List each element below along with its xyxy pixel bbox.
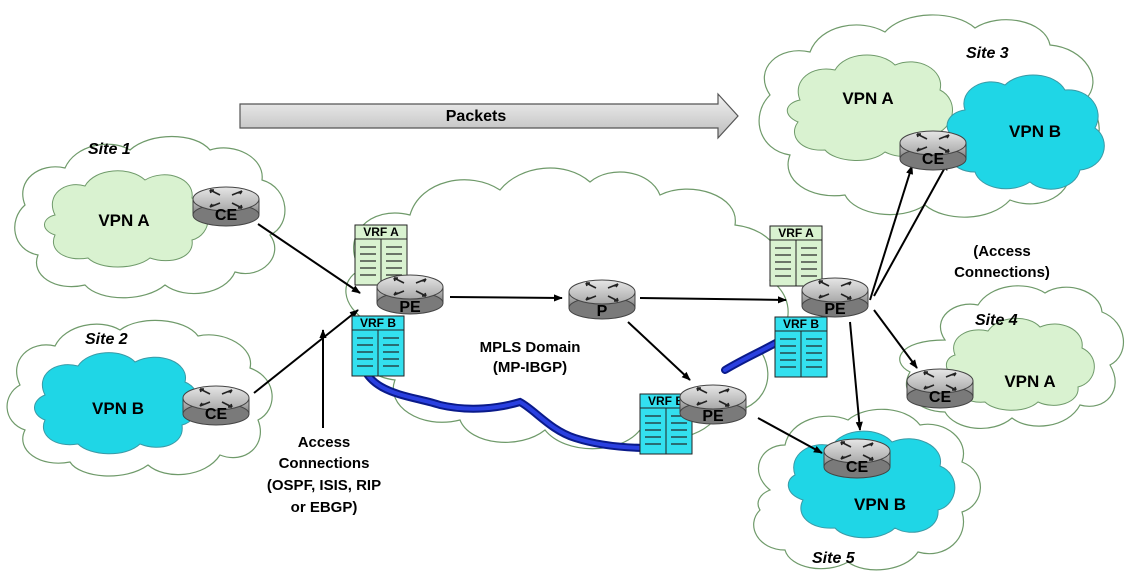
ce-router-site-4: CE [906,368,974,409]
vrf-b-table-right: VRF B [774,316,828,378]
site-3-vpn-a-label: VPN A [842,89,893,108]
site-4-label: Site 4 [975,312,1018,329]
vrf-b-label: VRF B [360,316,396,330]
packets-label: Packets [446,108,507,125]
p-router: P [568,279,636,320]
link-pe1-p [449,294,563,302]
site-2-label: Site 2 [85,331,128,348]
vpn-a-area [44,170,209,268]
access-left-line-3: (OSPF, ISIS, RIP [267,477,381,494]
site-3-cloud: Site 3 VPN A VPN B [758,14,1105,218]
vrf-b-label: VRF B [648,394,684,408]
pe-label: PE [702,408,724,425]
pe-router-left: PE [376,274,444,316]
link-pe3-ce3b [873,161,949,297]
vrf-a-label: VRF A [363,225,399,239]
site-5-label: Site 5 [812,550,856,567]
ce-router-site-2: CE [182,385,250,426]
link-pe3-ce5 [849,321,863,431]
link-p-pe3 [639,296,787,304]
link-pe3-ce4 [873,309,918,369]
vrf-a-table-right: VRF A [769,225,823,287]
access-right-line-2: Connections) [954,264,1050,281]
ce-router-site-5: CE [823,438,891,479]
p-label: P [597,303,608,320]
access-left-line-2: Connections [279,455,370,472]
pe-router-bottom: PE [679,384,747,425]
ce-label: CE [215,207,238,224]
ce-label: CE [922,151,945,168]
mpls-domain-line-2: (MP-IBGP) [493,359,567,376]
access-connections-left-label: Access Connections (OSPF, ISIS, RIP or E… [267,434,381,516]
ce-label: CE [846,459,869,476]
pe-label: PE [824,301,846,318]
ce-label: CE [205,406,228,423]
site-2-vpn-label: VPN B [92,399,144,418]
link-ce2-pe1 [253,309,359,394]
link-pe3-ce3a [869,165,914,301]
access-left-line-1: Access [298,434,351,451]
site-5-vpn-label: VPN B [854,495,906,514]
packets-arrow: Packets [239,92,739,140]
mpls-domain-label: MPLS Domain (MP-IBGP) [480,339,581,376]
access-left-line-4: or EBGP) [291,499,358,516]
mpls-domain-line-1: MPLS Domain [480,339,581,356]
access-right-line-1: (Access [973,243,1031,260]
site-3-label: Site 3 [966,45,1009,62]
vrf-b-label: VRF B [783,317,819,331]
site-1-vpn-label: VPN A [98,211,149,230]
connections [253,161,949,454]
site-4-vpn-label: VPN A [1004,372,1055,391]
pe-label: PE [399,299,421,316]
vrf-a-label: VRF A [778,226,814,240]
ce-router-site-3: CE [899,130,967,171]
link-p-pe2 [627,321,691,381]
site-1-cloud: Site 1 VPN A [14,135,286,299]
pe-router-right: PE [801,277,869,318]
link-pe2-ce5 [757,417,823,454]
site-2-cloud: Site 2 VPN B [6,319,273,477]
vrf-a-table-left: VRF A [354,224,408,286]
link-ce1-pe1 [257,223,361,294]
vrf-b-table-left: VRF B [351,315,405,377]
vpn-b-tunnel-highlight [358,353,652,450]
ce-router-site-1: CE [192,186,260,227]
access-connections-right-label: (Access Connections) [954,243,1050,281]
ce-label: CE [929,389,952,406]
site-3-vpn-b-label: VPN B [1009,122,1061,141]
vrf-b-table-bottom: VRF B [639,393,693,455]
site-1-label: Site 1 [88,141,131,158]
vpn-b-area [34,352,200,455]
